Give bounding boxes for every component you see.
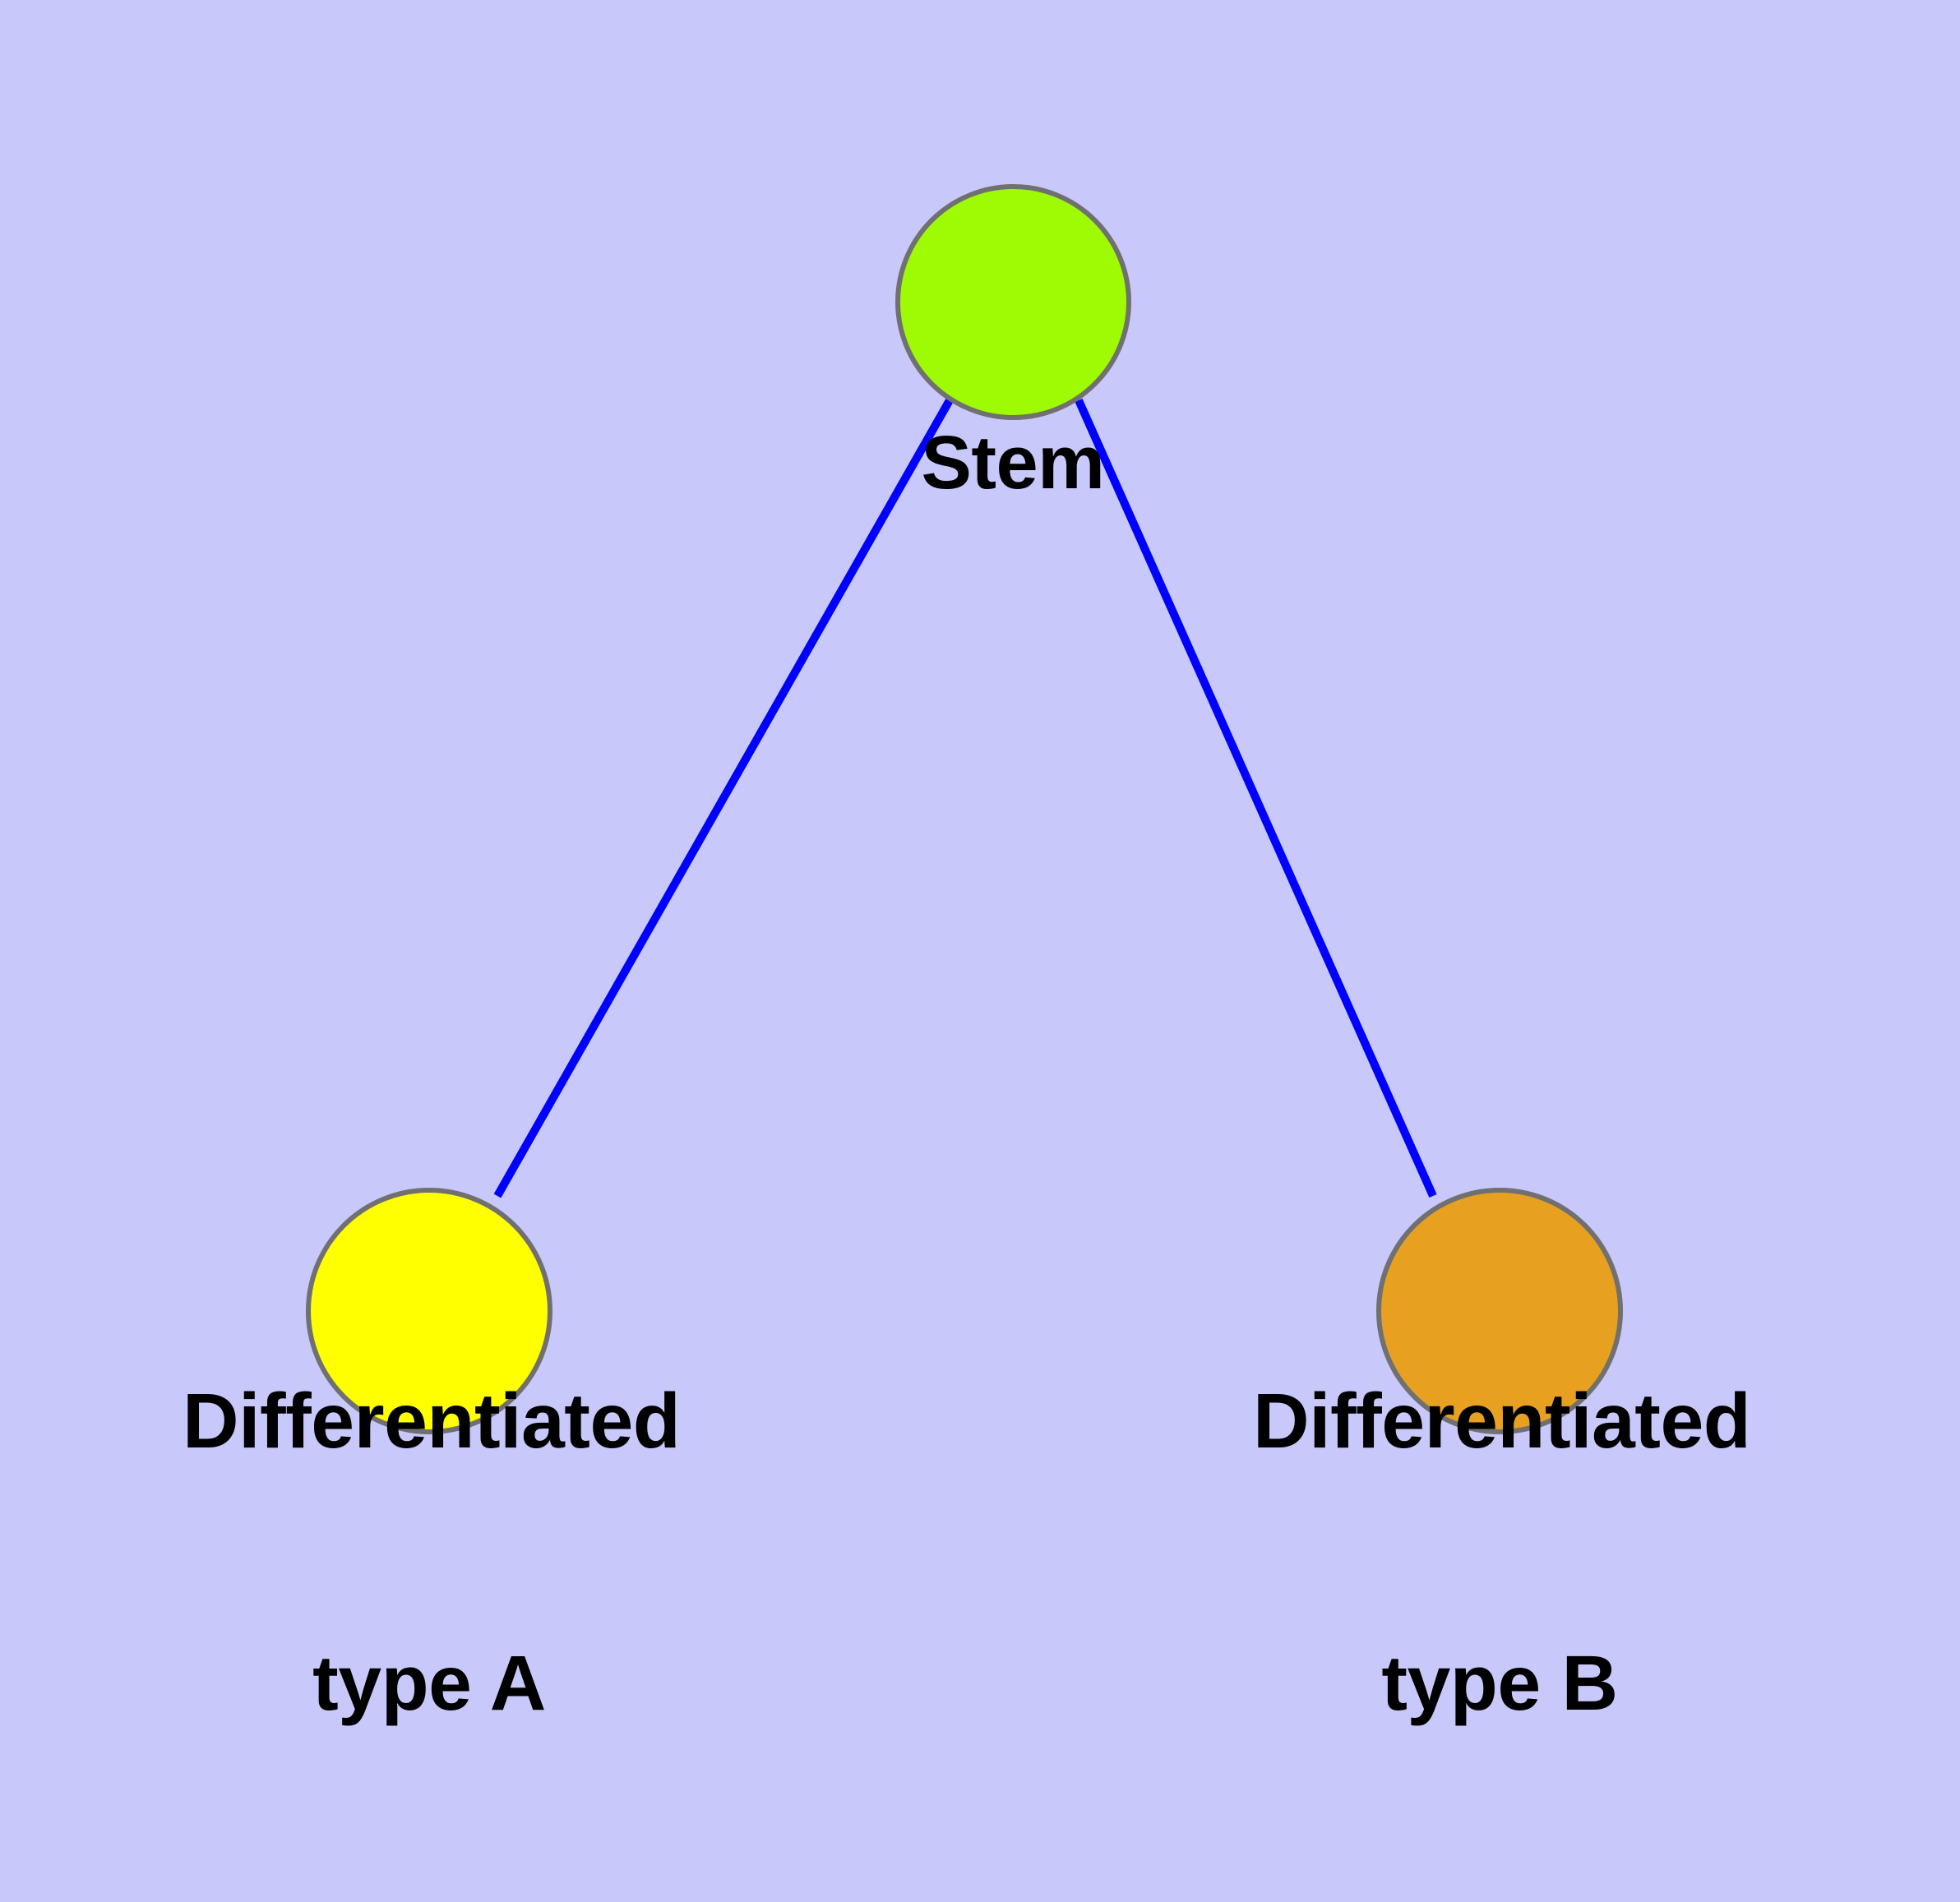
node-differentiated-type-b[interactable] bbox=[1376, 1188, 1623, 1434]
diagram-canvas: Stem Differentiated type A Differentiate… bbox=[183, 184, 1751, 1727]
edge-layer bbox=[493, 398, 1437, 1198]
edge-stem-to-differentiated-type-b bbox=[1075, 398, 1437, 1198]
edge-stem-to-differentiated-type-a bbox=[493, 398, 954, 1198]
node-stem[interactable] bbox=[895, 184, 1131, 420]
node-differentiated-type-a[interactable] bbox=[306, 1188, 552, 1434]
